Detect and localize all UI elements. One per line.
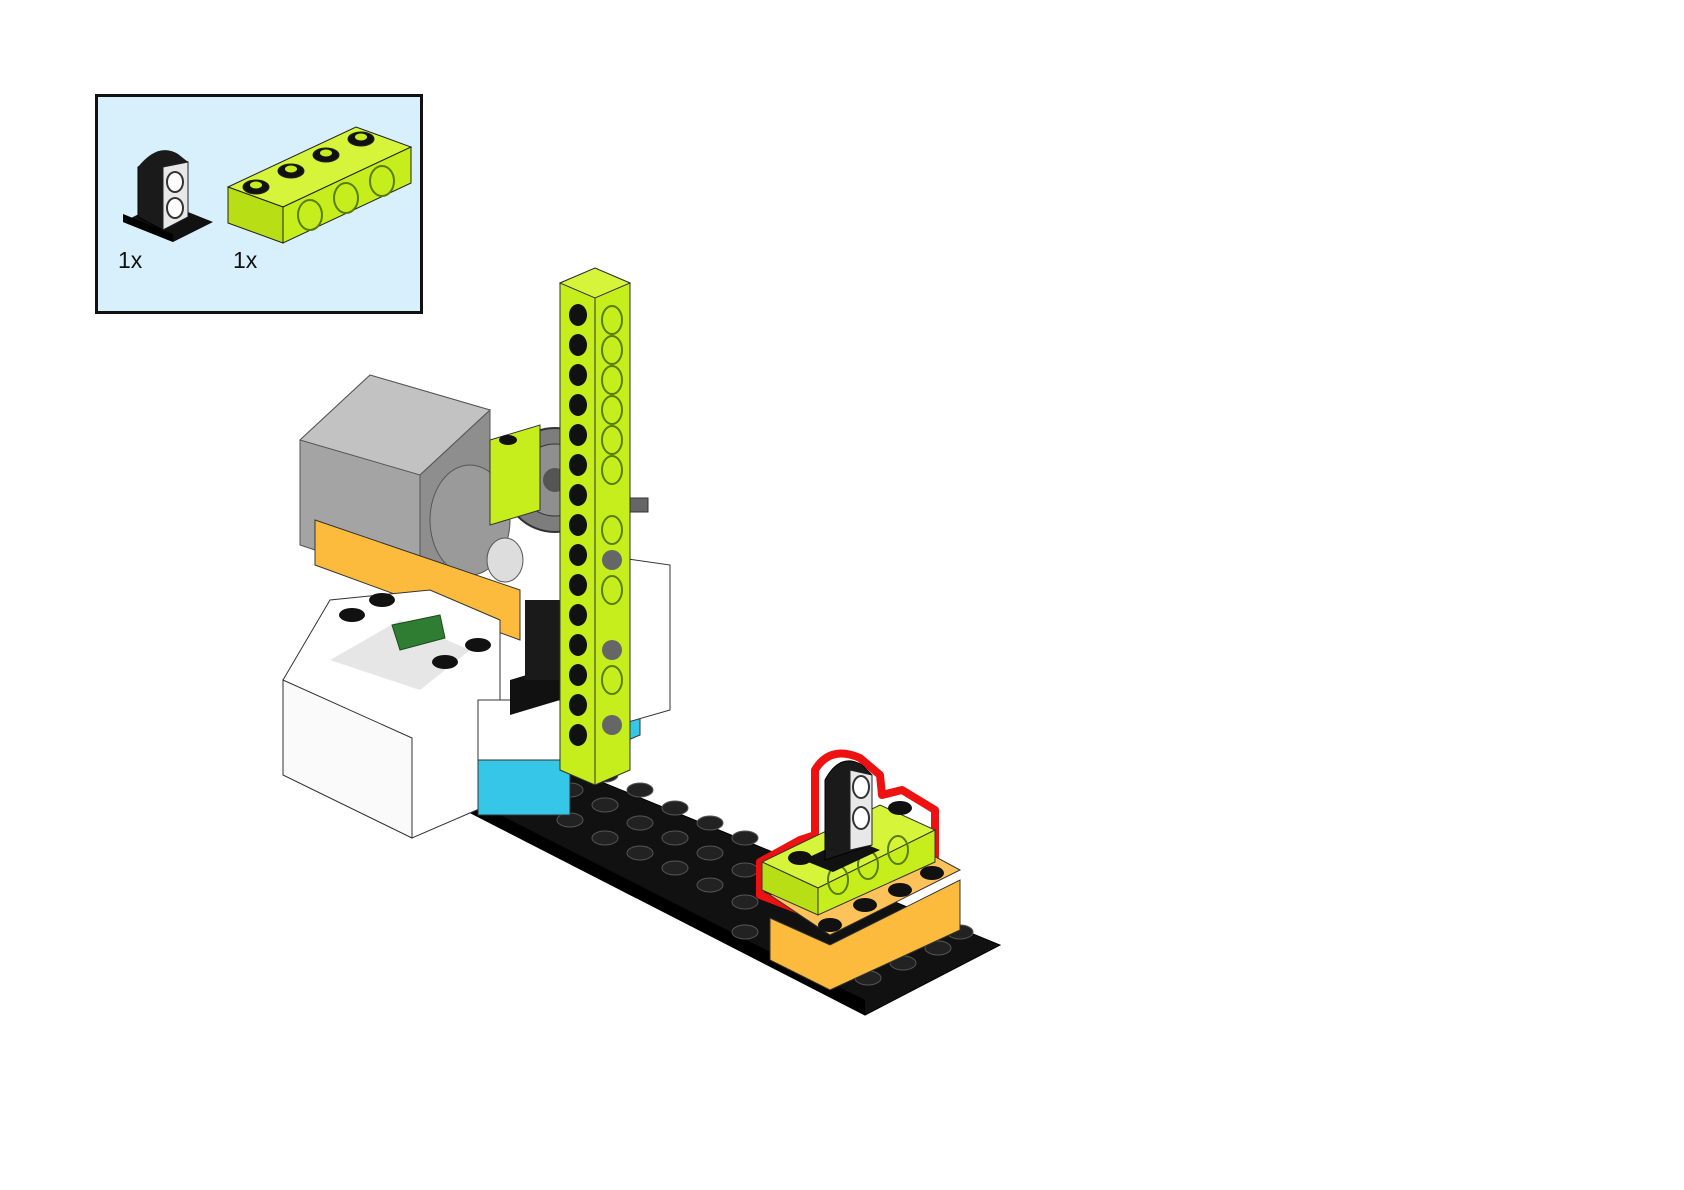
lime-beam-small bbox=[489, 424, 541, 526]
parts-callout: 1x 1x bbox=[95, 94, 423, 314]
black-connector-icon bbox=[123, 150, 213, 242]
part-quantity: 1x bbox=[118, 247, 143, 273]
part-quantity: 1x bbox=[233, 247, 258, 273]
lime-tall-beam bbox=[558, 267, 632, 786]
part-connector bbox=[118, 142, 218, 247]
highlighted-new-parts bbox=[756, 749, 939, 926]
black-connector-placed bbox=[510, 600, 560, 715]
white-hub bbox=[282, 589, 501, 839]
black-connector-top bbox=[803, 760, 880, 872]
part-technic-brick bbox=[226, 125, 416, 250]
lime-technic-brick-icon bbox=[226, 126, 413, 244]
